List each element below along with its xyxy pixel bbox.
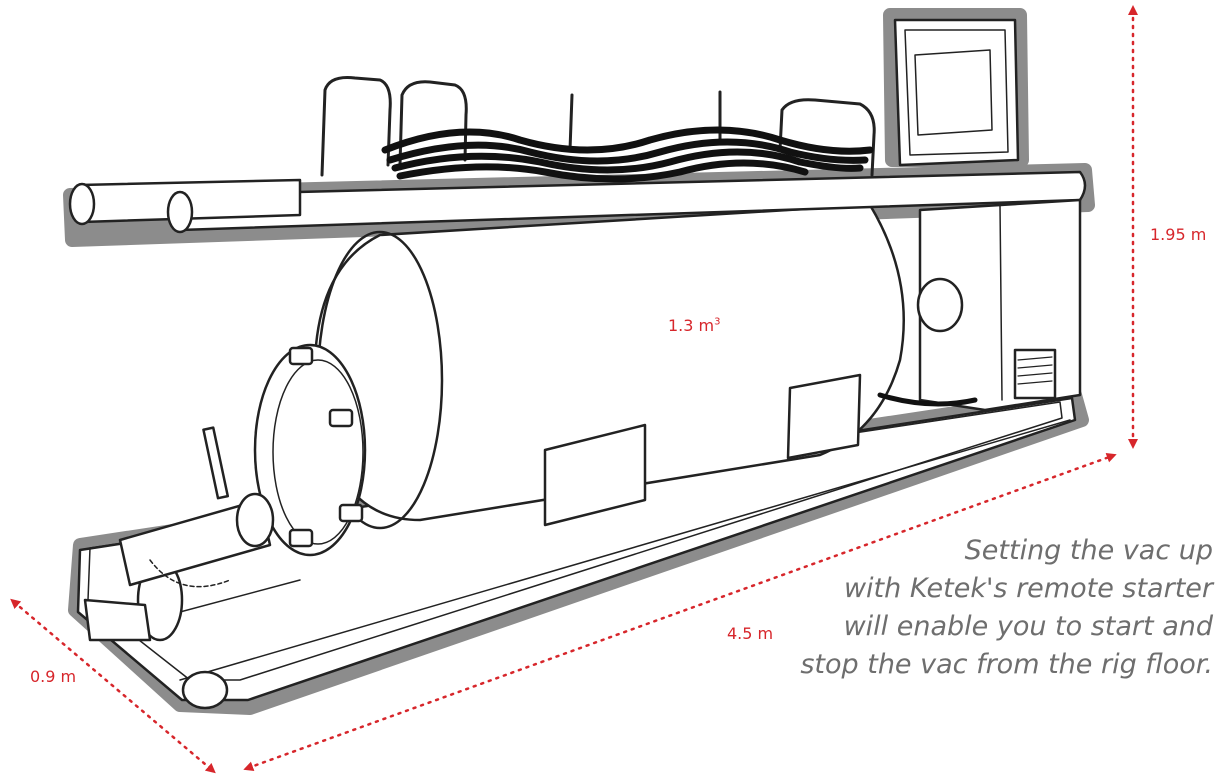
caption-text: Setting the vac up with Ketek's remote s…	[753, 532, 1213, 684]
length-dimension-line	[243, 452, 1117, 772]
length-label: 4.5 m	[727, 624, 774, 643]
volume-label: 1.3 m3	[668, 316, 721, 335]
height-label: 1.95 m	[1150, 225, 1207, 244]
control-box	[893, 18, 1020, 167]
volume-value: 1.3 m	[668, 316, 715, 335]
caption-line: Setting the vac up	[964, 535, 1213, 566]
dimension-lines	[10, 4, 1138, 774]
caption-line: will enable you to start and	[843, 611, 1213, 642]
hose-cradles	[320, 76, 876, 177]
width-dimension-line	[10, 598, 216, 774]
caption-line: with Ketek's remote starter	[843, 573, 1213, 604]
caption-line: stop the vac from the rig floor.	[800, 649, 1213, 680]
volume-exponent: 3	[714, 316, 721, 328]
coiled-hose	[381, 126, 874, 183]
pump-housing	[877, 198, 1082, 412]
width-label: 0.9 m	[30, 667, 77, 686]
